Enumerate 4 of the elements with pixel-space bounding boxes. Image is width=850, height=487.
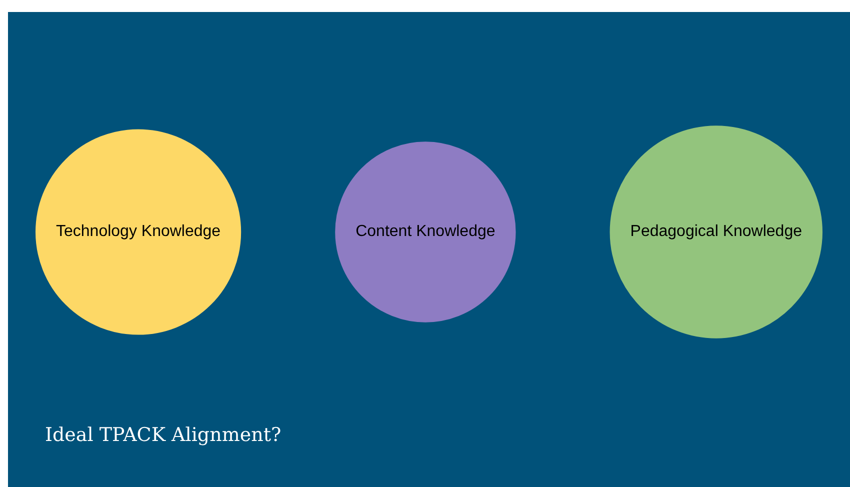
node-circle: Technology Knowledge xyxy=(36,129,242,335)
caption: Ideal TPACK Alignment? xyxy=(45,424,282,446)
node-circle: Pedagogical Knowledge xyxy=(610,126,822,338)
node-circle: Content Knowledge xyxy=(335,142,516,322)
